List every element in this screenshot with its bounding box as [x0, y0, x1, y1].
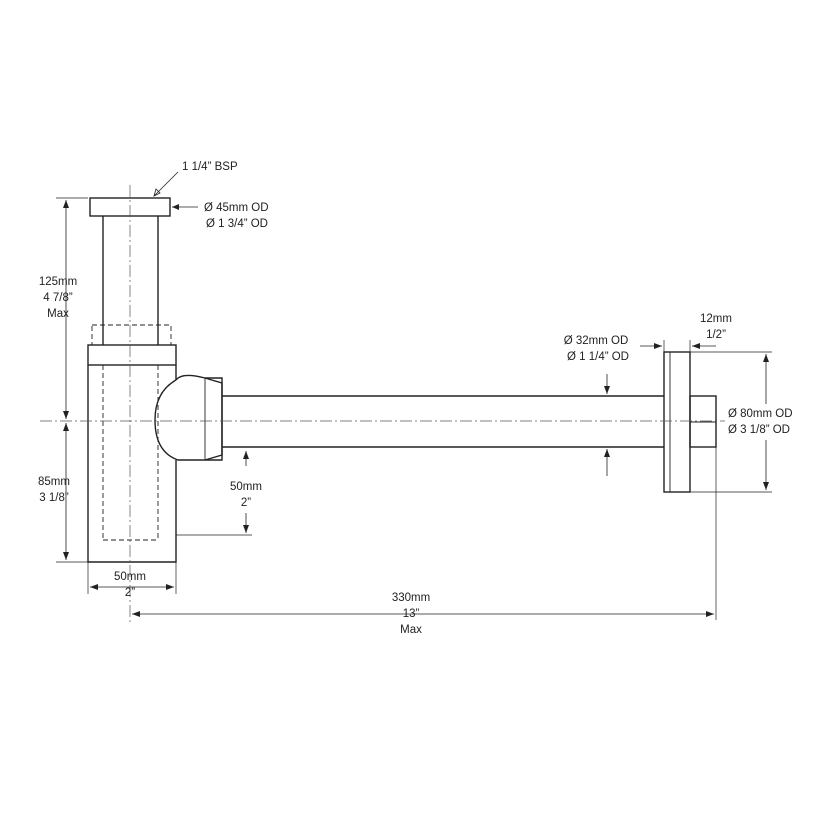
upper-height-mm-label: 125mm: [39, 276, 77, 288]
overall-length-mm-label: 330mm: [392, 592, 430, 604]
overall-length-in-label: 13”: [403, 608, 420, 620]
flange-thickness-mm-label: 12mm: [700, 313, 732, 325]
pipe-od-in-label: Ø 1 1/4” OD: [567, 351, 629, 363]
drop-mm-label: 50mm: [230, 481, 262, 493]
wall-flange: [663, 351, 717, 493]
body-width-mm-label: 50mm: [114, 571, 146, 583]
flange-od-in-label: Ø 3 1/8” OD: [728, 424, 790, 436]
pipe-od-dimension: [604, 374, 610, 476]
flange-boss: [689, 395, 717, 448]
outlet-pipe: [222, 395, 664, 448]
upper-height-in-label: 4 7/8”: [43, 292, 73, 304]
flange-od-dimension: [690, 351, 772, 493]
lower-height-in-label: 3 1/8”: [39, 492, 69, 504]
overall-length-max-label: Max: [400, 624, 422, 636]
drop-in-label: 2”: [241, 497, 251, 509]
lower-height-dimension: [56, 423, 88, 563]
trap-body: [87, 197, 223, 563]
drop-dimension: [176, 451, 252, 536]
flange-plate: [663, 351, 691, 493]
bottle-body: [87, 365, 177, 563]
collar: [87, 344, 177, 366]
hidden-tube-extension: [91, 324, 172, 346]
pipe-od-mm-label: Ø 32mm OD: [564, 335, 629, 347]
bsp-label: 1 1/4” BSP: [182, 161, 238, 173]
lower-height-mm-label: 85mm: [38, 476, 70, 488]
outlet-nut: [204, 377, 223, 461]
overall-length-dimension: [132, 447, 717, 620]
bsp-leader: [153, 171, 179, 197]
flange-od-mm-label: Ø 80mm OD: [728, 408, 793, 420]
upper-height-max-label: Max: [47, 308, 69, 320]
flange-thickness-dimension: [640, 340, 716, 352]
top-od-leader: [172, 204, 198, 210]
flange-thickness-in-label: 1/2”: [706, 329, 726, 341]
top-od-in-label: Ø 1 3/4” OD: [206, 218, 268, 230]
outlet-elbow: [154, 374, 223, 461]
body-width-in-label: 2”: [125, 587, 135, 599]
upper-height-dimension: [56, 197, 88, 419]
body-width-dimension: [87, 562, 177, 594]
top-od-mm-label: Ø 45mm OD: [204, 202, 269, 214]
